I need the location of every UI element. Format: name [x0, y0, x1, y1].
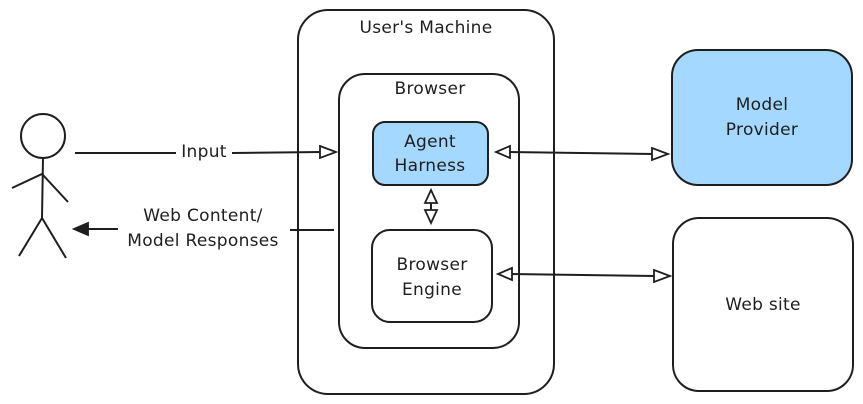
- input-arrow: [75, 144, 339, 160]
- browser-engine-label-line2: Engine: [402, 280, 462, 300]
- model-provider-label-line1: Model: [736, 95, 789, 115]
- harness-engine-arrow: [423, 187, 439, 226]
- browser-engine-box: [371, 229, 493, 323]
- agent-harness-label-line1: Agent: [404, 132, 456, 152]
- agent-harness-label-line2: Harness: [395, 156, 466, 176]
- users-machine-label: User's Machine: [359, 18, 492, 38]
- web-content-label-line1: Web Content/: [143, 206, 262, 226]
- input-label: Input: [181, 142, 227, 162]
- browser-engine-label-line1: Browser: [397, 255, 468, 275]
- harness-provider-arrow: [493, 144, 671, 162]
- model-provider-box: [671, 49, 853, 186]
- engine-website-arrow: [495, 266, 673, 284]
- browser-label: Browser: [395, 79, 466, 99]
- web-site-box: [672, 217, 854, 392]
- web-content-label-line2: Model Responses: [127, 231, 278, 251]
- agent-harness-box: [372, 121, 489, 186]
- web-content-arrow: [71, 221, 334, 237]
- model-provider-label-line2: Provider: [726, 120, 798, 140]
- web-site-label: Web site: [725, 295, 801, 315]
- user-stick-figure-icon: [11, 113, 69, 259]
